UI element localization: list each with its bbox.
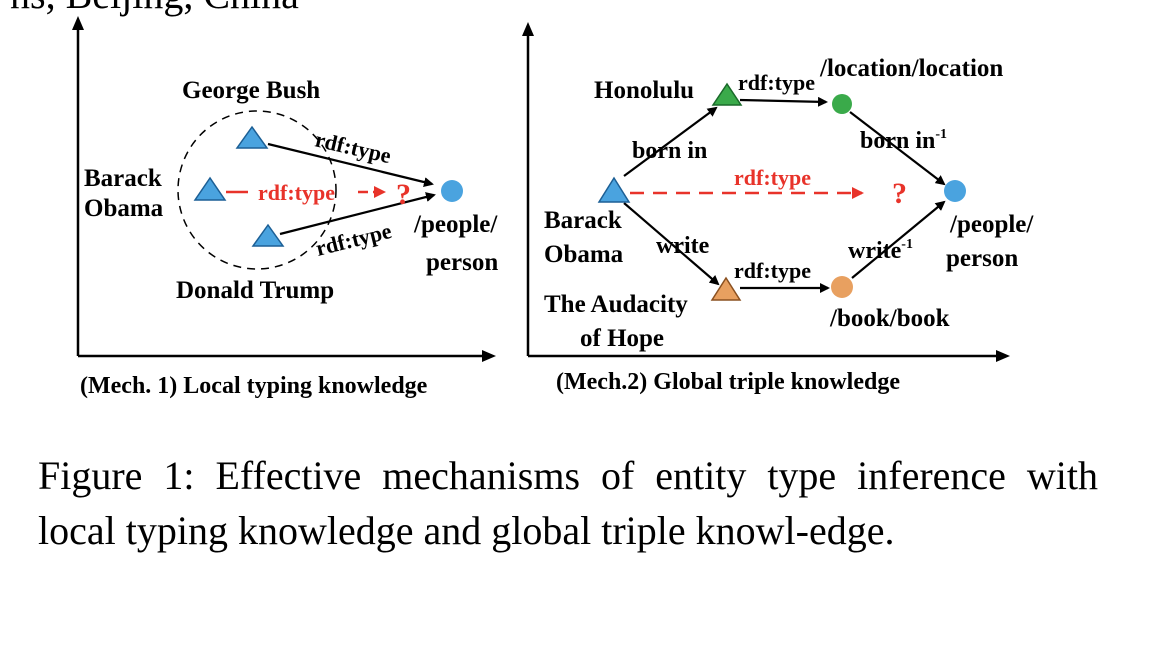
edge-label-write-inverse: write-1	[848, 237, 913, 264]
edge-honolulu-to-location	[739, 96, 828, 107]
figure-caption: Figure 1: Effective mechanisms of entity…	[38, 453, 1098, 553]
entity-label-barack: Barack	[84, 165, 162, 192]
edge-label-born-in-inverse: born in-1	[860, 127, 947, 154]
edge-obama-born-in-honolulu	[623, 106, 718, 177]
edge-label-rdf-type-lower: rdf:type	[734, 258, 811, 283]
entity-label-of-hope: of Hope	[580, 325, 664, 352]
entity-cluster-circle	[177, 110, 337, 270]
edge-location-to-person	[849, 111, 946, 186]
entity-label-audacity: The Audacity	[544, 291, 688, 318]
entity-label-barack-2: Barack	[544, 207, 622, 234]
type-label-people-2: /people/	[949, 211, 1034, 238]
edge-label-rdf-type-top: rdf:type	[313, 127, 394, 169]
entity-node-george-bush	[235, 125, 269, 149]
entity-label-honolulu: Honolulu	[594, 77, 694, 104]
edge-bush-to-person	[267, 142, 434, 187]
predicted-question-mark-2: ?	[892, 177, 907, 210]
panel2-x-arrowhead	[996, 350, 1010, 362]
entity-label-obama-2: Obama	[544, 241, 624, 268]
write-inverse-sup: -1	[901, 237, 913, 252]
header-fragment: ns, Beijing, China	[10, 0, 299, 17]
panel2-caption: (Mech.2) Global triple knowledge	[556, 369, 900, 395]
entity-node-honolulu	[711, 82, 743, 106]
type-node-location	[832, 94, 852, 114]
type-label-person-2: person	[946, 245, 1018, 272]
panel1-caption: (Mech. 1) Local typing knowledge	[80, 373, 428, 399]
edge-label-rdf-type-predicted-2: rdf:type	[734, 165, 811, 190]
entity-node-donald-trump	[251, 223, 285, 247]
edge-label-write: write	[656, 233, 710, 259]
entity-node-barack-obama-2	[597, 176, 631, 203]
panel2-y-arrowhead	[522, 22, 534, 36]
type-node-people-person-2	[944, 180, 966, 202]
entity-node-audacity-of-hope	[710, 276, 742, 301]
type-node-book	[831, 276, 853, 298]
panel-local-typing: George Bush Barack Obama Donald Trump rd…	[72, 16, 498, 399]
edge-booktype-to-person	[851, 200, 946, 279]
write-inverse-text: write	[848, 238, 902, 264]
type-label-person: person	[426, 249, 498, 276]
type-label-location: /location/location	[819, 55, 1003, 82]
panel-global-triple: Honolulu rdf:type /location/location bor…	[522, 22, 1034, 395]
panel1-y-arrowhead	[72, 16, 84, 30]
edge-label-born-in: born in	[632, 138, 707, 164]
edge-label-rdf-type-bottom: rdf:type	[313, 218, 394, 261]
type-label-people: /people/	[413, 211, 498, 238]
type-node-people-person	[441, 180, 463, 202]
panel1-x-arrowhead	[482, 350, 496, 362]
entity-label-obama: Obama	[84, 195, 164, 222]
edge-label-rdf-type-upper: rdf:type	[738, 70, 815, 95]
predicted-question-mark: ?	[396, 178, 411, 211]
edge-trump-to-person	[279, 192, 436, 236]
entity-label-george-bush: George Bush	[182, 77, 320, 104]
edge-obama-write-book	[623, 202, 720, 286]
type-label-book: /book/book	[829, 305, 950, 332]
edge-label-rdf-type-predicted: rdf:type	[258, 180, 335, 205]
born-in-inverse-text: born in	[860, 128, 935, 154]
entity-node-barack-obama	[193, 176, 227, 201]
born-in-inverse-sup: -1	[935, 127, 947, 142]
entity-label-donald-trump: Donald Trump	[176, 277, 334, 304]
